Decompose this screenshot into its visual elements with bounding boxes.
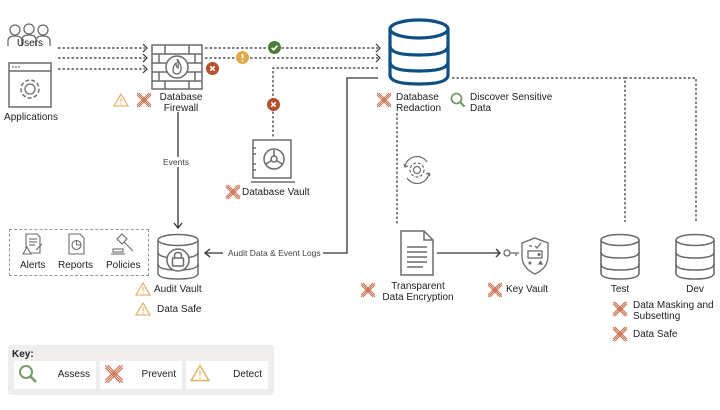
- production-database-icon: [387, 17, 451, 92]
- data-masking-label: Data Masking and Subsetting: [633, 300, 714, 322]
- allowed-badge-icon: [268, 41, 281, 59]
- detect-warning-icon: [134, 301, 152, 321]
- prevent-cross-icon: [360, 282, 376, 303]
- users-icon: [6, 22, 52, 51]
- redaction-label: Database Redaction: [396, 92, 441, 114]
- legend-key: Key: Assess Prevent Detect: [8, 345, 274, 395]
- legend-title: Key:: [12, 349, 34, 360]
- blocked-badge-icon: [267, 98, 280, 116]
- detect-warning-icon: [112, 92, 130, 112]
- database-vault-safe-icon: [251, 138, 295, 189]
- reports-chart-icon: [67, 233, 87, 260]
- warning-badge-icon: [236, 51, 249, 69]
- prevent-cross-icon: [104, 364, 124, 389]
- legend-label-prevent: Prevent: [141, 369, 176, 380]
- alerts-document-icon: [22, 233, 44, 260]
- test-label: Test: [610, 284, 630, 295]
- masking-label-line1: Data Masking and: [633, 300, 714, 311]
- firewall-icon: [151, 44, 203, 95]
- tde-document-icon: [399, 229, 435, 282]
- tool-label-alerts: Alerts: [20, 260, 46, 271]
- nonprod-data-safe-label: Data Safe: [633, 329, 678, 340]
- discover-label-line2: Data: [470, 103, 492, 114]
- database-vault-label: Database Vault: [242, 187, 310, 198]
- prevent-cross-icon: [612, 301, 628, 322]
- assess-magnifier-icon: [18, 364, 38, 389]
- legend-label-assess: Assess: [57, 369, 90, 380]
- tde-label: Transparent Data Encryption: [378, 281, 458, 303]
- applications-icon: [8, 62, 52, 113]
- dev-label: Dev: [686, 284, 704, 295]
- key-vault-shield-icon: [502, 236, 552, 281]
- detect-warning-icon: [134, 281, 152, 301]
- firewall-label-line2: Firewall: [163, 103, 199, 114]
- inbound-traffic-arrows: [58, 47, 697, 225]
- test-database-icon: [599, 233, 641, 286]
- prevent-cross-icon: [612, 326, 628, 347]
- redaction-label-line1: Database: [396, 92, 439, 103]
- legend-item-assess: Assess: [14, 361, 96, 389]
- legend-item-prevent: Prevent: [100, 361, 182, 389]
- users-label: Users: [16, 38, 44, 49]
- prevent-cross-icon: [136, 92, 152, 113]
- key-rotation-gear-icon: [400, 153, 434, 192]
- masking-label-line2: Subsetting: [633, 311, 681, 322]
- firewall-label-line1: Database: [159, 92, 203, 103]
- reporting-tools-group: Alerts Reports Policies: [9, 229, 149, 276]
- audit-vault-label: Audit Vault: [154, 284, 202, 295]
- applications-label: Applications: [4, 112, 58, 123]
- tde-label-line2: Data Encryption: [382, 292, 454, 303]
- audit-data-arrow-label: Audit Data & Event Logs: [226, 248, 323, 258]
- tde-label-line1: Transparent: [391, 281, 445, 292]
- audit-vault-database-icon: [156, 233, 200, 286]
- audit-data-safe-label: Data Safe: [157, 304, 202, 315]
- legend-label-detect: Detect: [233, 369, 262, 380]
- legend-item-detect: Detect: [186, 361, 268, 389]
- events-label: Events: [161, 157, 191, 167]
- policies-gavel-icon: [111, 233, 135, 260]
- key-vault-label: Key Vault: [506, 284, 549, 295]
- discover-sensitive-data-label: Discover Sensitive Data: [470, 92, 552, 114]
- detect-warning-icon: [189, 363, 211, 387]
- firewall-label: Database Firewall: [156, 92, 206, 114]
- prevent-cross-icon: [376, 92, 392, 113]
- assess-magnifier-icon: [450, 92, 466, 113]
- dev-database-icon: [674, 233, 716, 286]
- tool-label-reports: Reports: [58, 260, 94, 271]
- solid-flow-lines: [173, 77, 501, 258]
- discover-label-line1: Discover Sensitive: [470, 92, 553, 103]
- blocked-badge-icon: [206, 62, 219, 80]
- prevent-cross-icon: [487, 282, 503, 303]
- tool-label-policies: Policies: [106, 260, 141, 271]
- prevent-cross-icon: [225, 184, 241, 205]
- redaction-label-line2: Redaction: [396, 103, 442, 114]
